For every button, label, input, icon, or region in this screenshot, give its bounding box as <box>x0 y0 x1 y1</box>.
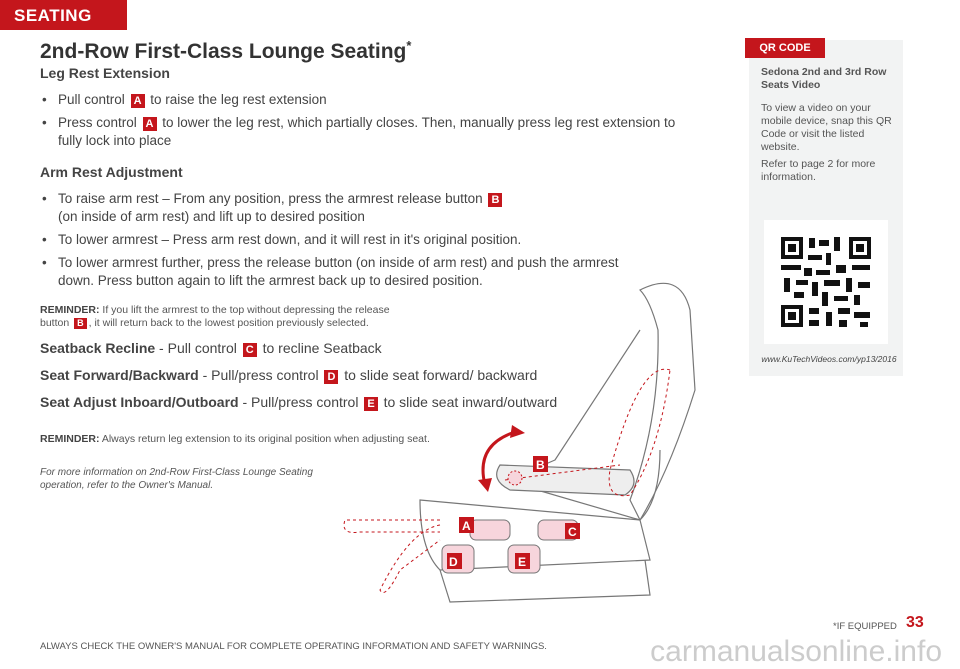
qr-code-icon <box>781 237 871 327</box>
main-content: Leg Rest Extension Pull control A to rai… <box>40 65 680 330</box>
label-c: C <box>568 525 577 539</box>
arm-rest-bullet-1: To raise arm rest – From any position, p… <box>40 190 508 226</box>
control-seat-inboard-outboard: Seat Adjust Inboard/Outboard - Pull/pres… <box>40 394 558 411</box>
arrow-down-icon <box>478 478 492 492</box>
section-tab: SEATING <box>0 0 127 30</box>
control-seat-forward-backward: Seat Forward/Backward - Pull/press contr… <box>40 367 538 384</box>
control-seatback-recline: Seatback Recline - Pull control C to rec… <box>40 340 382 357</box>
arm-rest-bullet-3: To lower armrest further, press the rele… <box>40 254 648 290</box>
reminder-1: REMINDER: If you lift the armrest to the… <box>40 304 390 329</box>
qr-title: Sedona 2nd and 3rd Row Seats Video <box>761 66 887 91</box>
footer-warning: ALWAYS CHECK THE OWNER'S MANUAL FOR COMP… <box>40 641 547 652</box>
leg-rest-bullet-1: Pull control A to raise the leg rest ext… <box>40 91 680 109</box>
qr-instructions: To view a video on your mobile device, s… <box>761 102 892 153</box>
reminder-2: REMINDER: Always return leg extension to… <box>40 433 430 445</box>
qr-tab: QR CODE <box>745 38 825 58</box>
qr-refer: Refer to page 2 for more information. <box>761 158 876 183</box>
label-b: B <box>536 458 545 472</box>
leg-rest-bullet-2: Press control A to lower the leg rest, w… <box>40 114 680 150</box>
seat-diagram: B A C D E <box>343 282 696 603</box>
label-a: A <box>462 519 471 533</box>
watermark: carmanualsonline.info <box>650 635 942 668</box>
label-e: E <box>518 555 526 569</box>
leg-rest-heading: Leg Rest Extension <box>40 65 170 81</box>
qr-text: Sedona 2nd and 3rd Row Seats Video To vi… <box>761 66 896 184</box>
controls-list: Seatback Recline - Pull control C to rec… <box>40 340 557 411</box>
footer-if-equipped: *IF EQUIPPED <box>833 621 897 632</box>
qr-url[interactable]: www.KuTechVideos.com/yp13/2016 <box>761 354 897 364</box>
page-title: 2nd-Row First-Class Lounge Seating* <box>40 38 412 63</box>
arm-rest-heading: Arm Rest Adjustment <box>40 164 183 180</box>
page-number: 33 <box>906 614 924 631</box>
qr-code[interactable] <box>764 220 888 344</box>
arrow-up-icon <box>510 425 525 438</box>
owners-manual-note: For more information on 2nd-Row First-Cl… <box>40 467 313 491</box>
label-d: D <box>449 555 458 569</box>
arm-rest-bullet-2: To lower armrest – Press arm rest down, … <box>40 231 680 249</box>
